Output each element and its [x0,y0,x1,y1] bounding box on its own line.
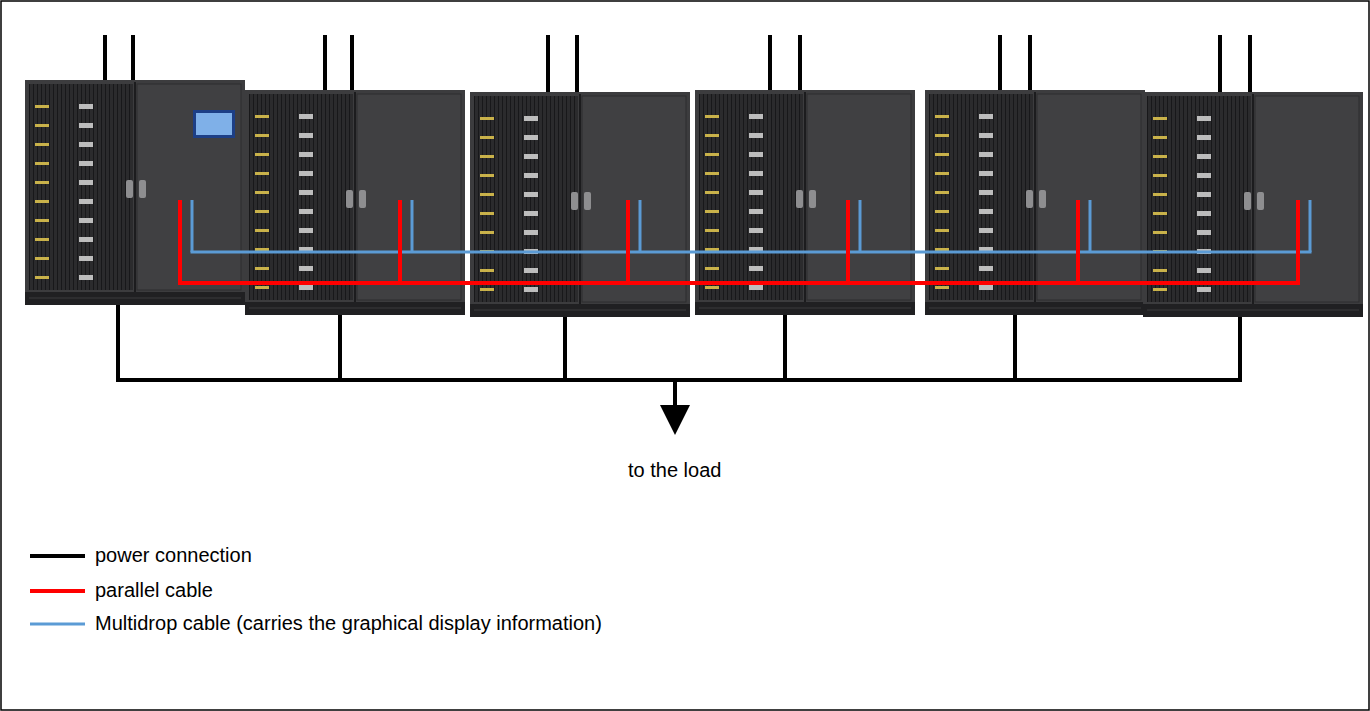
legend-swatch [28,550,87,562]
legend-swatch [28,585,87,597]
legend-text: power connection [95,544,252,567]
input-power-wires [105,35,1250,92]
legend-swatch [28,618,87,630]
legend-line-sample [30,622,85,625]
legend-line-sample [30,589,85,593]
parallel-cable [178,200,1300,283]
legend-item: parallel cable [28,579,213,602]
legend-line-sample [30,554,85,558]
load-arrow-head [660,405,690,435]
output-power-bus [116,305,1242,408]
legend-text: parallel cable [95,579,213,602]
graphical-display [193,110,235,138]
display-screen [196,113,232,135]
legend-item: power connection [28,544,252,567]
caption-label: to the load [628,459,721,482]
legend-item: Multidrop cable (carries the graphical d… [28,612,602,635]
ups-cabinet [25,80,245,305]
legend-text: Multidrop cable (carries the graphical d… [95,612,602,635]
multidrop-cable [191,200,1312,252]
